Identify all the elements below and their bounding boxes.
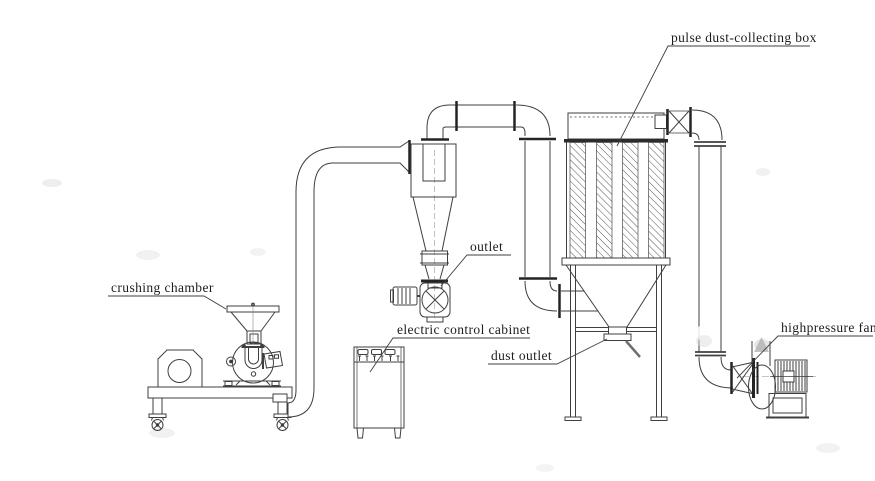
pipe-smear	[696, 323, 720, 347]
label-dust-outlet: dust outlet	[491, 348, 552, 363]
pipe-bracket	[272, 393, 288, 403]
leader-pulse-box	[616, 45, 810, 147]
leader-electric-control-cabinet	[369, 337, 530, 373]
dust-outlet-spout	[603, 326, 641, 358]
tube-sheet	[564, 139, 668, 143]
fan-base	[766, 393, 809, 419]
cyclone-separator	[390, 143, 457, 323]
leader-dust-outlet	[488, 338, 608, 365]
rotary-valve-outlet	[419, 282, 451, 323]
spout-handle	[625, 340, 641, 358]
valve-motor	[390, 286, 420, 306]
crusher-motor-housing	[157, 349, 203, 387]
labels: crushing chamber outlet electric control…	[108, 30, 875, 379]
cyclone-cone	[412, 196, 454, 252]
crusher-assembly	[147, 302, 293, 431]
hopper-top-plate	[561, 257, 671, 266]
scan-smudges	[42, 168, 840, 472]
crusher-base-frame	[147, 386, 293, 399]
cabinet-feet	[356, 427, 402, 439]
feed-hopper	[226, 302, 280, 345]
label-pulse-dust-collecting-box: pulse dust-collecting box	[671, 30, 817, 45]
cabinet-switches	[358, 355, 400, 361]
label-electric-control-cabinet: electric control cabinet	[397, 322, 530, 337]
caster-wheel-right	[276, 417, 289, 431]
label-outlet: outlet	[470, 239, 503, 254]
cyclone-vortex-finder	[422, 143, 446, 182]
label-crushing-chamber: crushing chamber	[111, 280, 214, 295]
collector-cone	[565, 264, 667, 328]
cyclone-receiver	[420, 250, 449, 280]
crusher-legs	[148, 397, 292, 418]
filter-bags	[569, 142, 665, 259]
label-highpressure-fan: highpressure fan	[781, 320, 875, 335]
pulse-dust-collecting-box	[561, 107, 692, 421]
fan-motor	[770, 359, 813, 393]
feed-pipe-crusher-to-cyclone	[272, 140, 411, 418]
highpressure-fan	[730, 337, 816, 419]
crushing-chamber-disc	[223, 341, 284, 387]
cyclone-body	[410, 143, 457, 198]
leader-crushing-chamber	[108, 295, 227, 310]
caster-wheel-left	[151, 417, 164, 431]
outlet-damper	[654, 107, 692, 137]
leader-highpressure-fan	[736, 335, 873, 379]
fan-discharge-arrow	[754, 337, 770, 352]
leader-outlet	[440, 254, 511, 287]
electric-control-cabinet	[353, 346, 405, 439]
pipe-cyclone-to-collector	[421, 101, 598, 318]
cabinet-indicators	[357, 349, 396, 355]
pipe-collector-to-fan	[691, 109, 734, 389]
